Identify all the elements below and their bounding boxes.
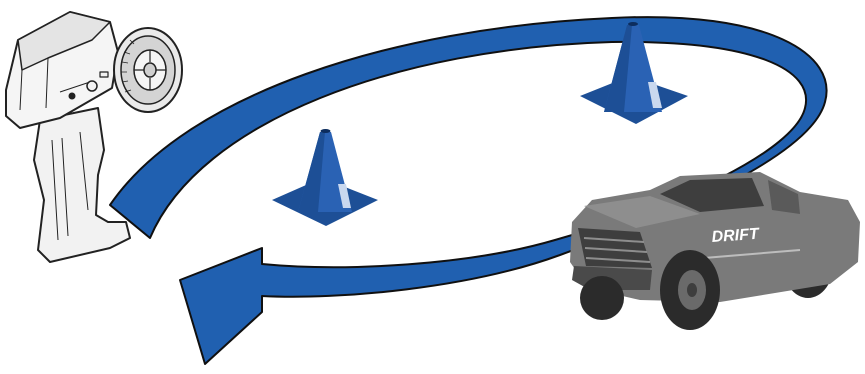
truck-hood [584,196,700,228]
cone-right-stripe [648,82,662,108]
circular-arrow-icon [109,16,828,365]
traffic-cone-left [272,129,378,226]
circular-arrow-band [109,16,828,365]
wheel-spokes [134,50,166,90]
transmitter-button-1 [86,80,98,92]
transmitter-head-lines [19,57,91,111]
truck-decal-stripe [703,249,801,259]
transmitter-grip [33,107,131,263]
truck-window [660,178,764,212]
truck-decal: DRIFT [711,226,760,246]
truck-side-window [768,180,800,214]
wheel-center [143,62,157,78]
traffic-cone-right [580,22,688,124]
truck-front-hub [687,283,697,297]
truck-grille-slats [583,237,651,263]
steering-wheel-icon [113,27,183,113]
wheel-tread-lines [121,39,135,93]
cone-right-tip [628,22,638,26]
cone-left-stripe [338,184,351,208]
cone-left-shade [298,132,325,212]
transmitter-grip-detail [51,131,89,241]
rc-transmitter-icon [5,11,183,263]
transmitter-switch [99,71,109,78]
rc-truck-icon: DRIFT [570,172,860,330]
cone-left-tip [320,129,331,133]
cone-right-shade [604,25,632,112]
transmitter-button-2 [68,92,76,100]
truck-near-tire [580,276,624,320]
